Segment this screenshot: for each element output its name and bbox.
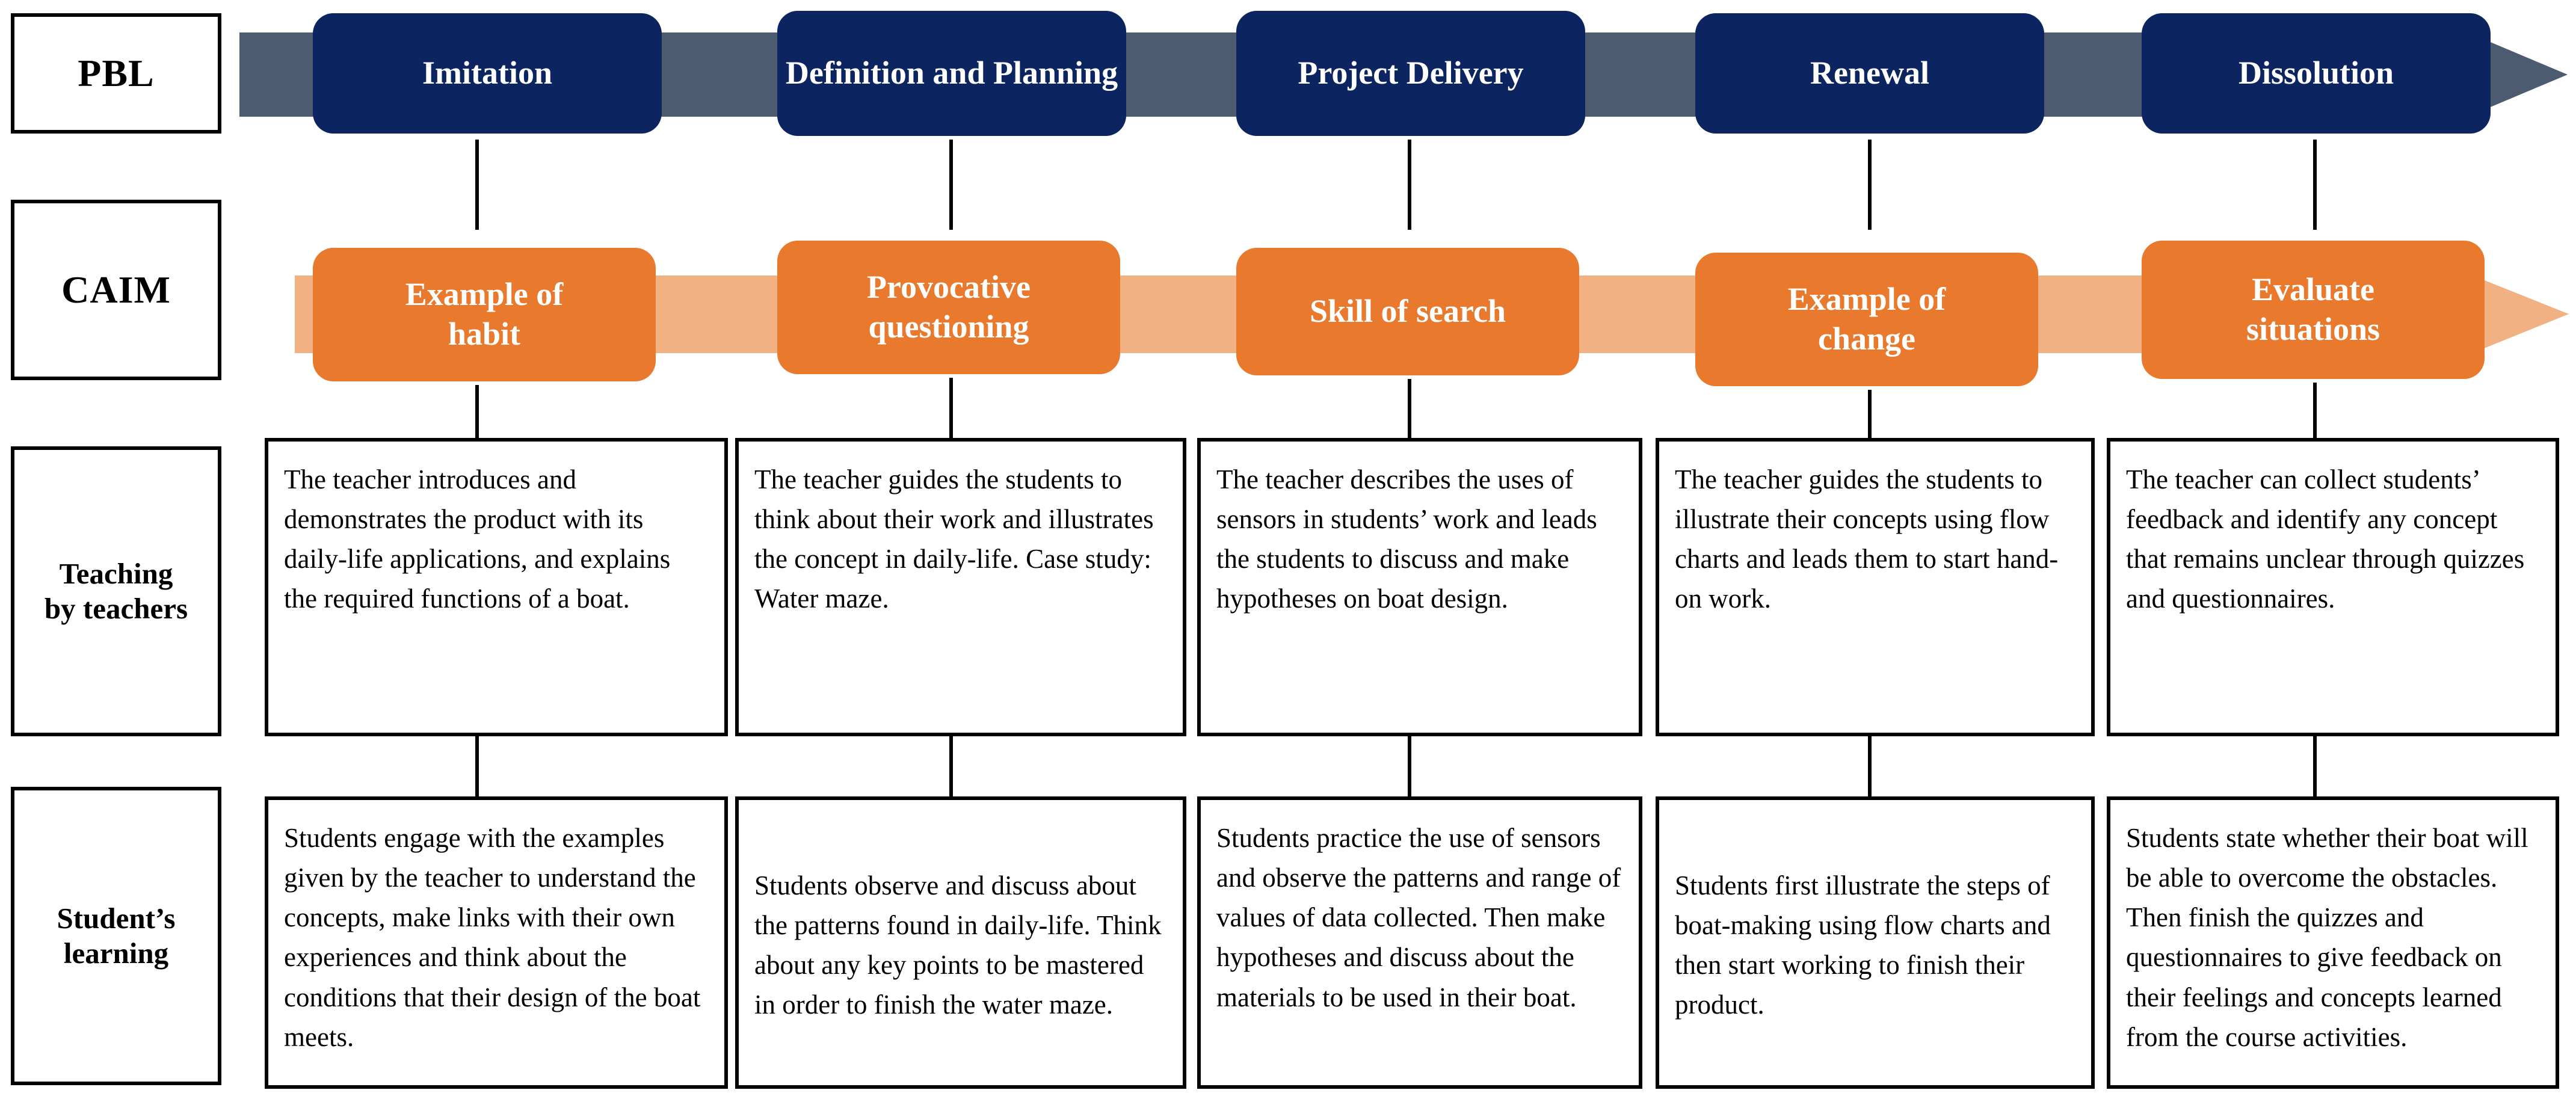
student-card-5-text: Students state whether their boat will b… xyxy=(2126,823,2528,1052)
connector-teaching-to-student-3 xyxy=(1408,736,1411,796)
connector-caim-to-teaching-5 xyxy=(2313,383,2317,438)
connector-caim-to-teaching-3 xyxy=(1408,379,1411,438)
student-card-4: Students first illustrate the steps of b… xyxy=(1656,796,2095,1089)
connector-teaching-to-student-1 xyxy=(475,736,479,796)
pbl-stage-renewal-label: Renewal xyxy=(1810,55,1929,91)
connector-caim-to-teaching-2 xyxy=(949,378,953,438)
student-card-1-text: Students engage with the examples given … xyxy=(284,823,701,1052)
connector-pbl-to-caim-3 xyxy=(1408,140,1411,230)
teaching-card-3: The teacher describes the uses of sensor… xyxy=(1197,438,1642,736)
connector-caim-to-teaching-4 xyxy=(1868,390,1872,438)
row-label-student-line1: Student’s xyxy=(57,902,176,935)
student-card-1: Students engage with the examples given … xyxy=(265,796,728,1089)
row-label-student: Student’s learning xyxy=(11,787,221,1085)
student-card-2: Students observe and discuss about the p… xyxy=(735,796,1186,1089)
connector-teaching-to-student-2 xyxy=(949,736,953,796)
student-card-2-text: Students observe and discuss about the p… xyxy=(754,870,1162,1020)
caim-stage-4-line1: Example of xyxy=(1787,281,1946,318)
connector-caim-to-teaching-1 xyxy=(475,385,479,438)
caim-stage-1-line2: habit xyxy=(448,316,521,352)
caim-stage-1-line1: Example of xyxy=(405,276,564,313)
row-label-teaching-line1: Teaching xyxy=(59,557,173,591)
caim-stage-5-line1: Evaluate xyxy=(2251,271,2374,308)
teaching-card-4: The teacher guides the students to illus… xyxy=(1656,438,2095,736)
pbl-stage-definition-and-planning-label: Definition and Planning xyxy=(785,55,1118,91)
row-label-teaching: Teaching by teachers xyxy=(11,446,221,736)
caim-stage-evaluate-situations[interactable]: Evaluate situations xyxy=(2142,241,2485,379)
caim-stage-example-of-change[interactable]: Example of change xyxy=(1695,253,2038,386)
pbl-stage-definition-and-planning[interactable]: Definition and Planning xyxy=(777,11,1126,136)
row-label-teaching-line2: by teachers xyxy=(44,592,188,625)
pbl-stage-renewal[interactable]: Renewal xyxy=(1695,13,2044,134)
row-label-student-line2: learning xyxy=(63,937,169,970)
teaching-card-1: The teacher introduces and demonstrates … xyxy=(265,438,728,736)
pbl-stage-imitation[interactable]: Imitation xyxy=(313,13,662,134)
connector-teaching-to-student-5 xyxy=(2313,736,2317,796)
caim-stage-provocative-questioning[interactable]: Provocative questioning xyxy=(777,241,1120,374)
student-card-3-text: Students practice the use of sensors and… xyxy=(1216,823,1621,1012)
teaching-card-5: The teacher can collect students’ feedba… xyxy=(2107,438,2559,736)
teaching-card-1-text: The teacher introduces and demonstrates … xyxy=(284,464,671,614)
caim-stage-4-line2: change xyxy=(1818,321,1915,357)
teaching-card-4-text: The teacher guides the students to illus… xyxy=(1675,464,2059,614)
connector-teaching-to-student-4 xyxy=(1868,736,1872,796)
caim-stage-2-line1: Provocative xyxy=(867,269,1031,306)
teaching-card-5-text: The teacher can collect students’ feedba… xyxy=(2126,464,2525,614)
student-card-4-text: Students first illustrate the steps of b… xyxy=(1675,870,2051,1020)
connector-pbl-to-caim-2 xyxy=(949,140,953,230)
connector-pbl-to-caim-1 xyxy=(475,140,479,230)
pbl-stage-dissolution-label: Dissolution xyxy=(2238,55,2394,91)
teaching-card-2-text: The teacher guides the students to think… xyxy=(754,464,1154,614)
row-label-pbl: PBL xyxy=(11,13,221,134)
row-label-caim-text: CAIM xyxy=(61,268,171,312)
pbl-stage-project-delivery[interactable]: Project Delivery xyxy=(1236,11,1585,136)
caim-stage-2-line2: questioning xyxy=(868,309,1029,345)
teaching-card-2: The teacher guides the students to think… xyxy=(735,438,1186,736)
caim-stage-3-line1: Skill of search xyxy=(1309,293,1506,330)
row-label-pbl-text: PBL xyxy=(78,52,155,95)
caim-stage-5-line2: situations xyxy=(2246,311,2380,347)
teaching-card-3-text: The teacher describes the uses of sensor… xyxy=(1216,464,1597,614)
caim-stage-skill-of-search[interactable]: Skill of search xyxy=(1236,248,1579,375)
pbl-stage-dissolution[interactable]: Dissolution xyxy=(2142,13,2491,134)
connector-pbl-to-caim-4 xyxy=(1868,140,1872,230)
student-card-3: Students practice the use of sensors and… xyxy=(1197,796,1642,1089)
student-card-5: Students state whether their boat will b… xyxy=(2107,796,2559,1089)
caim-stage-example-of-habit[interactable]: Example of habit xyxy=(313,248,656,381)
row-label-caim: CAIM xyxy=(11,200,221,380)
pbl-stage-project-delivery-label: Project Delivery xyxy=(1298,55,1524,91)
connector-pbl-to-caim-5 xyxy=(2313,140,2317,230)
pbl-stage-imitation-label: Imitation xyxy=(422,55,552,91)
